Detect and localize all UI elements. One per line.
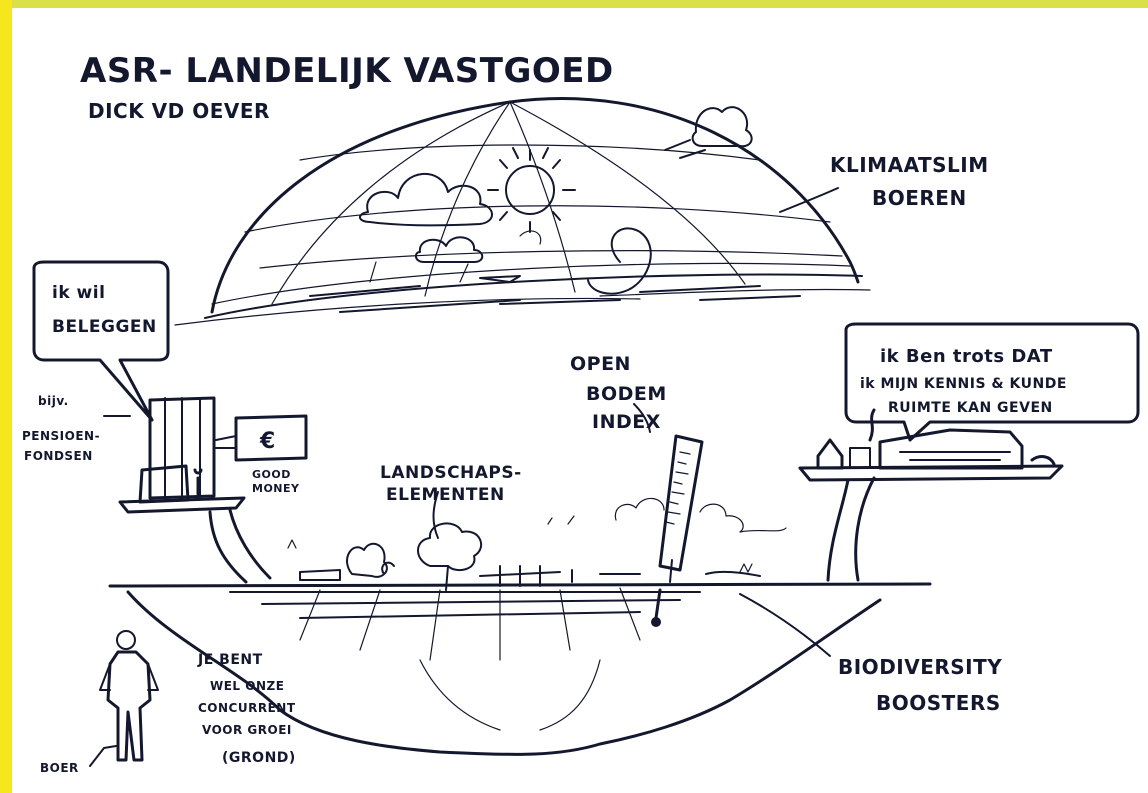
- farmer-quote-line-1: JE BENT: [197, 652, 263, 668]
- soil-index-line-2: BODEM: [586, 383, 667, 405]
- investor-label-line-3: FONDSEN: [24, 449, 93, 463]
- landscape-line-1: LANDSCHAPS-: [380, 463, 522, 483]
- investor-speech-bubble: ik wil BELEGGEN: [32, 260, 170, 422]
- farm-speech-line-1: ik Ben trots DAT: [880, 346, 1053, 367]
- soil-index-line-1: OPEN: [570, 353, 631, 375]
- horizon-clouds: [614, 497, 787, 533]
- pension-fund-building: € GOOD MONEY: [118, 396, 308, 584]
- yellow-frame-left: [0, 0, 12, 793]
- farmer-quote-line-5: (GROND): [222, 750, 296, 766]
- euro-symbol: €: [259, 429, 276, 454]
- biodiversity-line-2: BOOSTERS: [876, 691, 1001, 715]
- farmer-quote-line-4: VOOR GROEI: [202, 723, 292, 737]
- title-line-2: DICK VD OEVER: [88, 99, 270, 123]
- farmer-quote-line-3: CONCURRENT: [198, 701, 296, 715]
- title-line-1: ASR- LANDELIJK VASTGOED: [80, 51, 614, 91]
- yellow-frame-top: [0, 0, 1148, 8]
- investor-label-line-2: PENSIOEN-: [22, 429, 100, 443]
- farmstead: [798, 408, 1064, 582]
- farm-speech-line-3: RUIMTE KAN GEVEN: [888, 400, 1053, 416]
- farmer-figure: [89, 630, 159, 767]
- soil-index-thermometer: [633, 403, 704, 627]
- farm-speech-bubble: ik Ben trots DAT ik MIJN KENNIS & KUNDE …: [844, 322, 1140, 442]
- biodiversity-line-1: BIODIVERSITY: [838, 655, 1002, 679]
- investor-label-line-1: bijv.: [38, 394, 69, 408]
- farmer-quote: JE BENT WEL ONZE CONCURRENT VOOR GROEI (…: [40, 652, 296, 775]
- money-line-1: GOOD: [252, 468, 291, 481]
- farmer-label: BOER: [40, 761, 79, 775]
- soil-index-line-3: INDEX: [592, 411, 661, 433]
- climate-smart-label: KLIMAATSLIM BOEREN: [830, 153, 989, 210]
- farmer-quote-line-2: WEL ONZE: [210, 679, 284, 693]
- investor-speech-line-1: ik wil: [52, 283, 105, 303]
- landscape-elements-label: LANDSCHAPS- ELEMENTEN: [380, 463, 522, 505]
- dome-label-line-2: BOEREN: [872, 186, 967, 210]
- biodiversity-callout: BIODIVERSITY BOOSTERS: [705, 570, 1002, 715]
- title-block: ASR- LANDELIJK VASTGOED DICK VD OEVER: [80, 51, 614, 123]
- dome: [174, 97, 871, 326]
- money-line-2: MONEY: [252, 482, 300, 495]
- farm-speech-line-2: ik MIJN KENNIS & KUNDE: [860, 376, 1067, 392]
- investor-labels: bijv. PENSIOEN- FONDSEN: [22, 394, 131, 463]
- dome-label-line-1: KLIMAATSLIM: [830, 153, 989, 177]
- investor-speech-line-2: BELEGGEN: [52, 317, 157, 337]
- soil-index-label: OPEN BODEM INDEX: [570, 353, 667, 433]
- floating-land-island: [108, 491, 932, 756]
- landscape-line-2: ELEMENTEN: [386, 485, 505, 505]
